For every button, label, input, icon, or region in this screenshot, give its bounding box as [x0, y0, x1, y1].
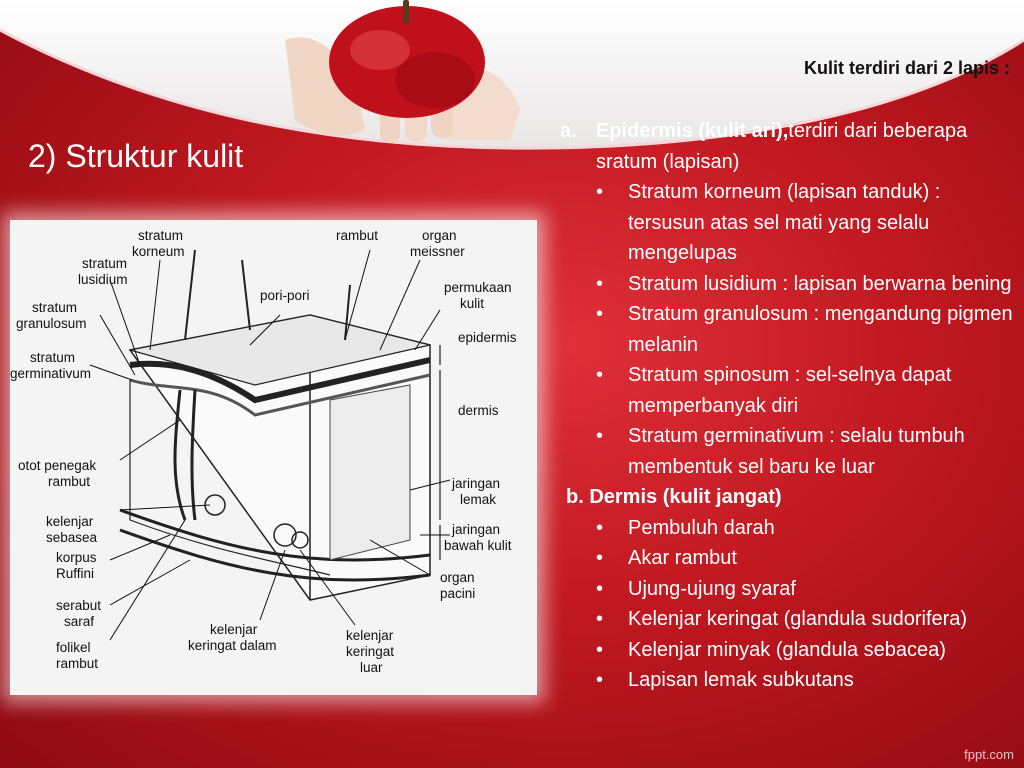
- list-item: • Stratum granulosum : mengandung pigmen…: [560, 299, 1015, 360]
- bullet-icon: •: [596, 364, 604, 386]
- list-item-text: Stratum lusidium : lapisan berwarna beni…: [628, 272, 1012, 295]
- skin-diagram-svg: stratum korneum stratum lusidium stratum…: [10, 228, 517, 675]
- slide-title: 2) Struktur kulit: [28, 138, 244, 174]
- list-item-text: Pembuluh darah: [628, 516, 775, 539]
- label-stratum-lusidium: stratum lusidium: [78, 256, 131, 287]
- label-kelenjar-keringat-dalam: kelenjar keringat dalam: [188, 622, 277, 653]
- label-folikel-rambut: folikel rambut: [56, 640, 98, 671]
- label-korpus-ruffini: korpus Ruffini: [56, 550, 100, 581]
- label-serabut-saraf: serabut saraf: [56, 598, 105, 629]
- list-item-text: Kelenjar minyak (glandula sebacea): [628, 638, 946, 661]
- list-item-text: Kelenjar keringat (glandula sudorifera): [628, 608, 968, 630]
- footer-brand: fppt.com: [964, 747, 1014, 762]
- apple-hand-image: [285, 0, 525, 145]
- label-organ-pacini: organ pacini: [440, 570, 478, 601]
- list-item: • Stratum spinosum : sel-selnya dapat me…: [560, 360, 1015, 421]
- list-marker: a.: [560, 120, 577, 142]
- label-pori-pori: pori-pori: [260, 288, 310, 303]
- list-item: • Stratum korneum (lapisan tanduk) : ter…: [560, 177, 1015, 269]
- bullet-icon: •: [596, 669, 604, 691]
- label-organ-meissner: organ meissner: [410, 228, 465, 259]
- epidermis-description: terdiri dari beberapa sratum (lapisan): [596, 120, 968, 173]
- list-item: • Kelenjar minyak (glandula sebacea): [560, 635, 1015, 666]
- list-item-text: Ujung-ujung syaraf: [628, 577, 796, 600]
- label-otot-penegak-rambut: otot penegak rambut: [18, 458, 100, 489]
- list-item: • Akar rambut: [560, 543, 1015, 574]
- bullet-icon: •: [596, 303, 604, 325]
- list-item: • Pembuluh darah: [560, 513, 1015, 544]
- list-item: • Kelenjar keringat (glandula sudorifera…: [560, 604, 1015, 635]
- bullet-icon: •: [596, 181, 604, 203]
- bullet-icon: •: [596, 425, 604, 447]
- bullet-icon: •: [596, 638, 604, 661]
- dermis-heading: b. Dermis (kulit jangat): [566, 486, 782, 508]
- list-item-text: Stratum granulosum : mengandung pigmen m…: [628, 303, 1013, 356]
- list-item-text: Stratum korneum (lapisan tanduk) : tersu…: [628, 181, 941, 264]
- label-stratum-granulosum: stratum granulosum: [16, 300, 87, 331]
- bullet-icon: •: [596, 577, 604, 600]
- label-kelenjar-sebasea: kelenjar sebasea: [46, 514, 98, 545]
- list-item-text: Lapisan lemak subkutans: [628, 669, 854, 691]
- skin-structure-diagram: stratum korneum stratum lusidium stratum…: [10, 220, 537, 695]
- epidermis-heading: a. Epidermis (kulit ari),terdiri dari be…: [560, 116, 1015, 177]
- label-epidermis: epidermis: [458, 330, 517, 345]
- list-item: • Stratum germinativum : selalu tumbuh m…: [560, 421, 1015, 482]
- label-dermis: dermis: [458, 403, 499, 418]
- list-item: • Stratum lusidium : lapisan berwarna be…: [560, 269, 1015, 300]
- bullet-icon: •: [596, 272, 604, 295]
- top-white-curve: [0, 0, 1024, 150]
- label-jaringan-lemak: jaringan lemak: [451, 476, 504, 507]
- list-item: • Lapisan lemak subkutans: [560, 665, 1015, 696]
- content-list: a. Epidermis (kulit ari),terdiri dari be…: [560, 116, 1015, 696]
- bullet-icon: •: [596, 516, 604, 539]
- label-jaringan-bawah-kulit: jaringan bawah kulit: [444, 522, 512, 553]
- list-item: • Ujung-ujung syaraf: [560, 574, 1015, 605]
- label-stratum-korneum: stratum korneum: [132, 228, 187, 259]
- label-permukaan-kulit: permukaan kulit: [444, 280, 515, 311]
- bullet-icon: •: [596, 608, 604, 630]
- list-item-text: Akar rambut: [628, 547, 737, 569]
- slide-header: Kulit terdiri dari 2 lapis :: [803, 58, 1010, 78]
- epidermis-title: Epidermis (kulit ari),: [596, 120, 789, 142]
- label-stratum-germinativum: stratum germinativum: [10, 350, 91, 381]
- list-item-text: Stratum germinativum : selalu tumbuh mem…: [628, 425, 965, 478]
- list-item-text: Stratum spinosum : sel-selnya dapat memp…: [628, 364, 952, 417]
- skin-block: [119, 249, 441, 601]
- label-kelenjar-keringat-luar: kelenjar keringat luar: [346, 628, 398, 675]
- bullet-icon: •: [596, 547, 604, 569]
- label-rambut: rambut: [336, 228, 378, 243]
